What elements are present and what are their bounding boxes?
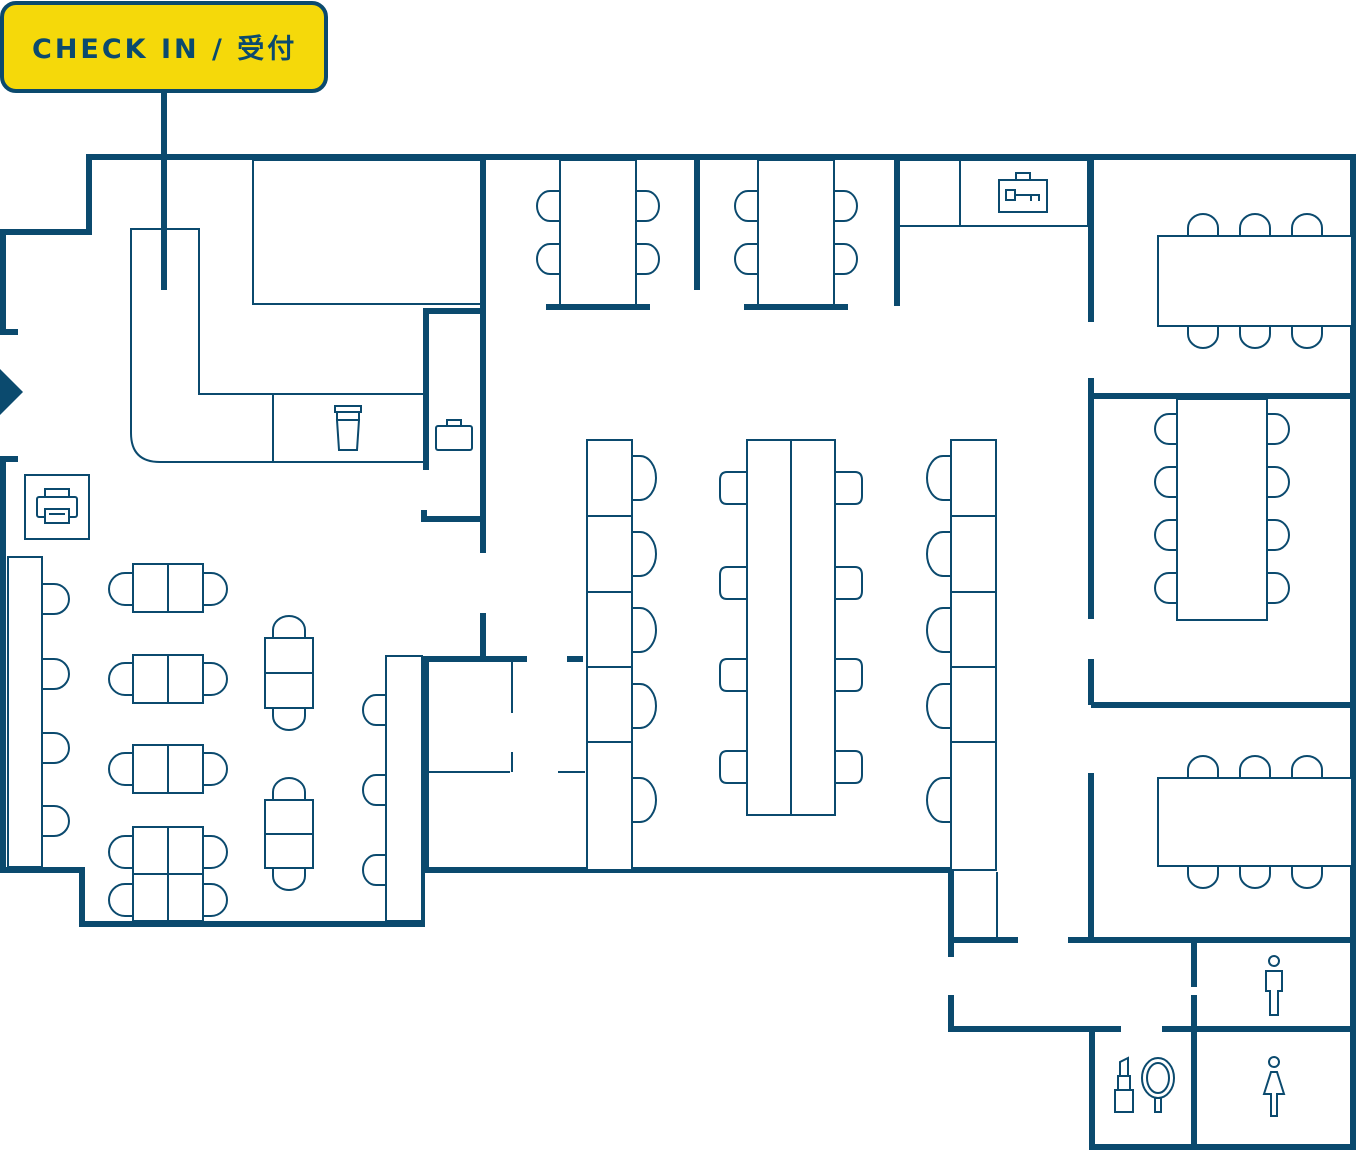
meeting-booth-2	[734, 159, 858, 306]
reception-counter	[130, 159, 482, 463]
briefcase-icon	[435, 419, 473, 451]
key-icon	[998, 172, 1048, 213]
meeting-booth-1	[536, 159, 660, 306]
key-locker	[898, 159, 1089, 227]
meeting-room-c-table	[1157, 755, 1353, 889]
meeting-room-a-table	[1157, 213, 1353, 349]
checkin-callout[interactable]: CHECK IN / 受付	[0, 1, 328, 290]
hand-mirror-icon	[1141, 1057, 1175, 1113]
lounge-table-1	[108, 563, 228, 613]
outer-walls	[0, 154, 1356, 1150]
lounge-table-5	[264, 615, 314, 731]
checkin-label: CHECK IN / 受付	[32, 33, 297, 65]
meeting-room-b-table	[1154, 398, 1290, 621]
center-long-table	[719, 439, 863, 816]
lounge-bench-left	[7, 556, 70, 868]
lounge-table-3	[108, 744, 228, 794]
entrance-arrow-icon	[0, 369, 23, 415]
lipstick-icon	[1114, 1056, 1134, 1113]
printer-icon	[24, 474, 90, 540]
lounge-table-4	[108, 826, 228, 922]
coffee-cup-icon	[334, 405, 362, 451]
lounge-counter-right	[362, 655, 423, 922]
lounge-table-6	[264, 777, 314, 891]
man-restroom-icon	[1265, 955, 1283, 1016]
desk-row-right	[926, 439, 997, 871]
woman-restroom-icon	[1262, 1056, 1286, 1117]
desk-row-left	[586, 439, 657, 871]
interior-walls	[421, 157, 1356, 1147]
lounge-table-2	[108, 654, 228, 704]
